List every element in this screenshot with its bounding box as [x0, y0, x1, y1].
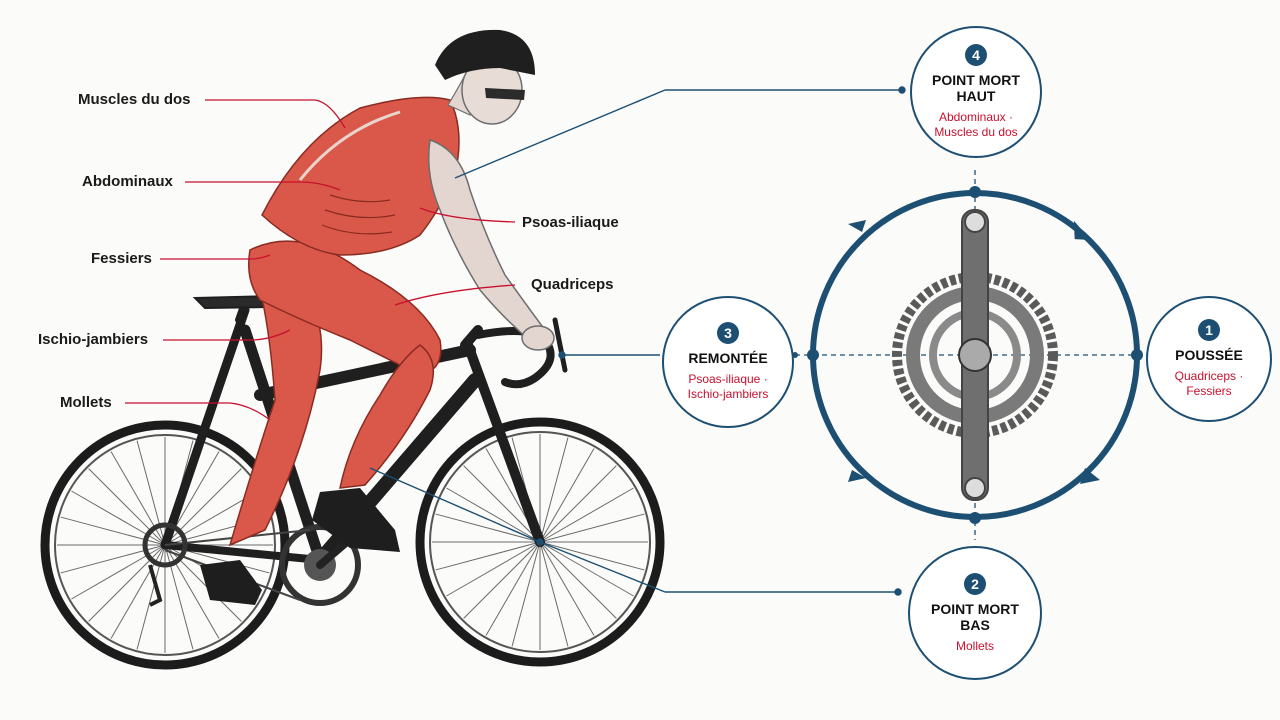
crankset-bike: [142, 522, 361, 607]
label-ischio-jambiers: Ischio-jambiers: [38, 331, 149, 348]
cycle-arrow-icon: [848, 220, 1100, 484]
crankset-icon: [892, 209, 1058, 501]
pedal-cycle: [792, 170, 1158, 540]
phase-number-badge: 3: [717, 322, 739, 344]
wheel-spoke: [435, 541, 541, 571]
wheel-spoke: [539, 541, 617, 619]
wheel-spoke: [463, 541, 541, 619]
label-abdominaux: Abdominaux: [82, 173, 173, 190]
phase-muscles: Quadriceps · Fessiers: [1174, 369, 1244, 398]
phase-number-badge: 1: [1198, 319, 1220, 341]
helmet: [435, 29, 535, 80]
label-muscles-du-dos: Muscles du dos: [78, 91, 191, 108]
wheel-spoke: [511, 541, 541, 647]
wheel-spoke: [463, 465, 541, 543]
phase-3-remontee: 3 REMONTÉE Psoas-iliaque · Ischio-jambie…: [662, 296, 794, 428]
phase-title: POINT MORT BAS: [931, 600, 1019, 633]
phase-muscles: Psoas-iliaque · Ischio-jambiers: [687, 372, 769, 401]
phase-muscles: Mollets: [955, 638, 994, 653]
wheel-spoke: [539, 448, 595, 543]
wheel-spoke: [539, 541, 634, 597]
wheel-spoke: [446, 487, 541, 543]
near-calf: [339, 344, 435, 489]
far-leg: [228, 258, 323, 547]
phase-4-point-mort-haut: 4 POINT MORT HAUT Abdominaux · Muscles d…: [910, 26, 1042, 158]
wheel-spoke: [539, 513, 645, 543]
phase-title: POUSSÉE: [1175, 347, 1243, 363]
wheel-spoke: [88, 468, 166, 546]
label-mollets: Mollets: [60, 394, 112, 411]
wheel-spoke: [71, 490, 166, 546]
wheel-spoke: [485, 541, 541, 636]
wheel-spoke: [539, 437, 569, 543]
wheel-spoke: [539, 487, 634, 543]
wheel-spoke: [435, 513, 541, 543]
wheel-spoke: [539, 541, 645, 571]
wheel-spoke: [539, 541, 595, 636]
phase-number-badge: 2: [964, 572, 986, 595]
label-psoas-iliaque: Psoas-iliaque: [522, 214, 619, 231]
phase-2-point-mort-bas: 2 POINT MORT BAS Mollets: [908, 546, 1042, 680]
cyclist-illustration: [200, 29, 555, 605]
wheel-spoke: [539, 541, 569, 647]
wheel-spoke: [539, 465, 617, 543]
phase-title: REMONTÉE: [688, 350, 768, 366]
arm: [428, 139, 546, 347]
label-fessiers: Fessiers: [91, 250, 152, 267]
label-quadriceps: Quadriceps: [531, 276, 614, 293]
phase-1-poussee: 1 POUSSÉE Quadriceps · Fessiers: [1146, 296, 1272, 422]
phase-connector-lines: [369, 86, 906, 596]
wheel-spoke: [446, 541, 541, 597]
phase-number-badge: 4: [965, 44, 987, 66]
muscle-leader-lines: [125, 99, 516, 421]
phase-title: POINT MORT HAUT: [932, 72, 1020, 104]
wheel-spoke: [110, 451, 166, 546]
phase-muscles: Abdominaux · Muscles du dos: [934, 110, 1018, 139]
